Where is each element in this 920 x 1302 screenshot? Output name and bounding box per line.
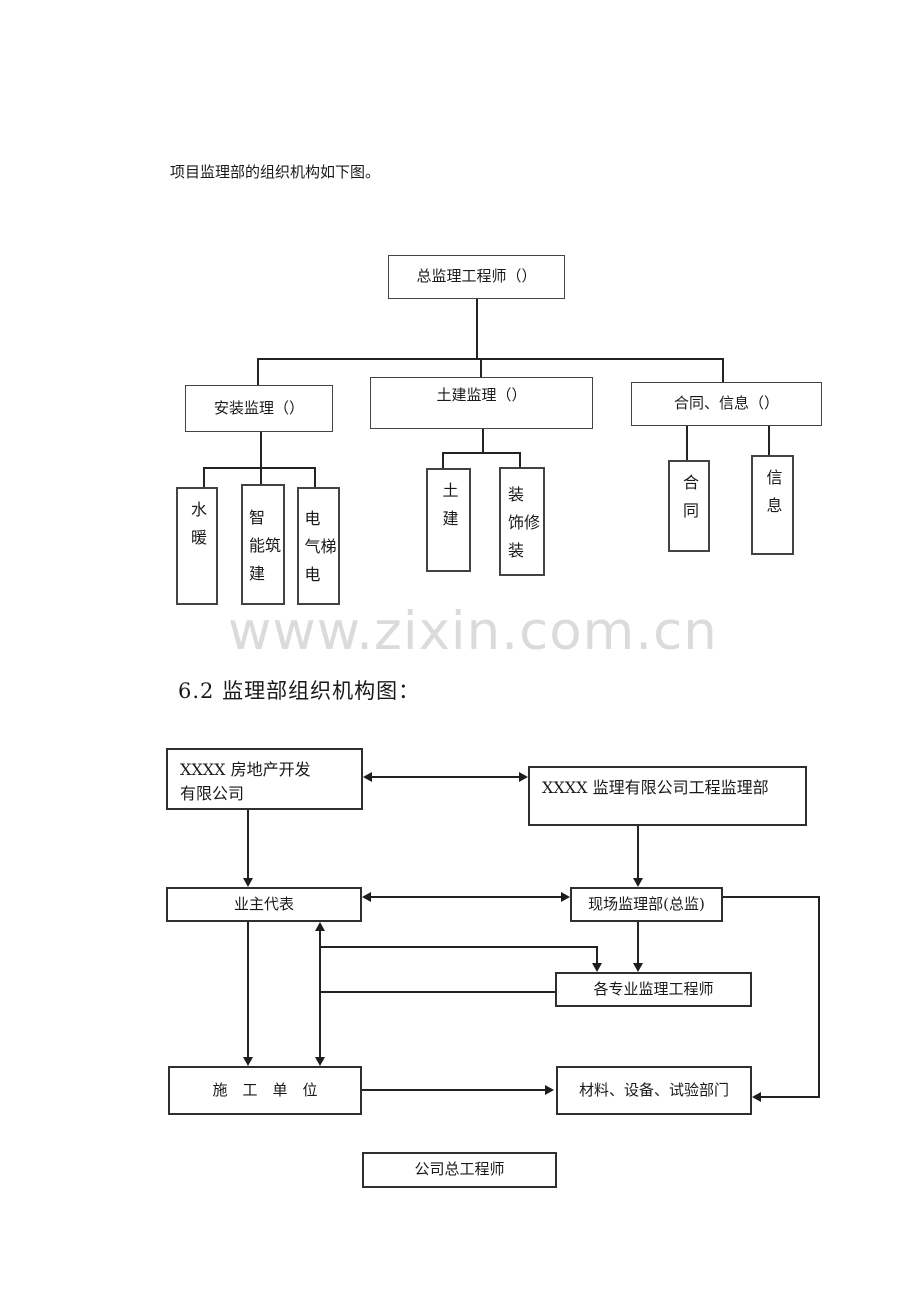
connector-line — [482, 428, 484, 454]
arrowhead-down — [633, 878, 643, 887]
node-label: 电气电梯 — [301, 510, 337, 594]
chart1-node-civil-supervision: 土建监理（） — [370, 377, 593, 429]
connector-line — [637, 922, 639, 964]
arrowhead-right — [561, 892, 570, 902]
connector-line — [723, 896, 820, 898]
node-label: 水暖 — [188, 501, 207, 557]
connector-line — [722, 358, 724, 382]
chart2-node-materials-equipment-test-dept: 材料、设备、试验部门 — [556, 1066, 752, 1115]
chart1-node-chief-supervision-engineer: 总监理工程师（） — [388, 255, 565, 299]
arrowhead-down — [243, 1057, 253, 1066]
connector-line — [818, 896, 820, 1098]
connector-line — [442, 452, 444, 469]
connector-line — [476, 297, 478, 359]
watermark: www.zixin.com.cn — [228, 601, 718, 662]
chart1-node-decoration: 装饰装修 — [499, 467, 545, 576]
section-heading: 6.2 监理部组织机构图： — [178, 679, 421, 703]
node-label: 装饰装修 — [505, 485, 540, 570]
connector-line — [370, 896, 562, 898]
connector-line — [314, 467, 316, 488]
connector-line — [320, 946, 598, 948]
connector-line — [637, 826, 639, 880]
connector-line — [319, 930, 321, 1058]
chart2-node-contractor: 施 工 单 位 — [168, 1066, 362, 1115]
arrowhead-left — [363, 772, 372, 782]
chart1-node-contract-information: 合同、信息（） — [631, 382, 822, 426]
connector-line — [203, 467, 205, 488]
arrowhead-up — [315, 922, 325, 931]
chart2-node-site-supervision-dept: 现场监理部(总监) — [570, 887, 723, 922]
connector-line — [258, 358, 724, 360]
chart2-node-developer-company: XXXX 房地产开发 有限公司 — [166, 748, 363, 810]
chart1-node-information: 信息 — [751, 455, 794, 555]
chart1-node-civil-works: 土建 — [426, 468, 471, 572]
connector-line — [768, 425, 770, 456]
chart1-node-plumbing-heating: 水暖 — [176, 487, 218, 605]
arrowhead-left — [752, 1092, 761, 1102]
connector-line — [247, 810, 249, 880]
arrowhead-down — [633, 963, 643, 972]
node-label: 信息 — [763, 469, 783, 525]
connector-line — [260, 431, 262, 485]
chart1-node-intelligent-building: 智能建筑 — [241, 484, 285, 605]
connector-line — [686, 425, 688, 461]
connector-line — [480, 358, 482, 378]
node-label: 智能建筑 — [246, 508, 281, 593]
arrowhead-right — [545, 1085, 554, 1095]
arrowhead-down — [243, 878, 253, 887]
chart2-node-specialist-engineers: 各专业监理工程师 — [555, 972, 752, 1007]
connector-line — [760, 1096, 820, 1098]
node-label: 合同 — [680, 474, 699, 530]
connector-line — [247, 922, 249, 1058]
connector-line — [320, 991, 555, 993]
arrowhead-left — [362, 892, 371, 902]
connector-line — [371, 776, 521, 778]
arrowhead-right — [519, 772, 528, 782]
connector-line — [204, 467, 316, 469]
arrowhead-down — [592, 963, 602, 972]
chart1-node-installation-supervision: 安装监理（） — [185, 385, 333, 432]
connector-line — [257, 358, 259, 385]
connector-line — [362, 1089, 545, 1091]
arrowhead-down — [315, 1057, 325, 1066]
connector-line — [519, 452, 521, 468]
connector-line — [443, 452, 521, 454]
chart2-node-company-chief-engineer: 公司总工程师 — [362, 1152, 557, 1188]
chart1-node-electrical-elevator: 电气电梯 — [297, 487, 340, 605]
intro-paragraph: 项目监理部的组织机构如下图。 — [170, 163, 381, 181]
chart2-node-supervision-company: XXXX 监理有限公司工程监理部 — [528, 766, 807, 826]
node-label: 土建 — [439, 482, 459, 538]
chart2-node-owner-representative: 业主代表 — [166, 887, 362, 922]
connector-line — [596, 946, 598, 964]
chart1-node-contract: 合同 — [668, 460, 710, 552]
